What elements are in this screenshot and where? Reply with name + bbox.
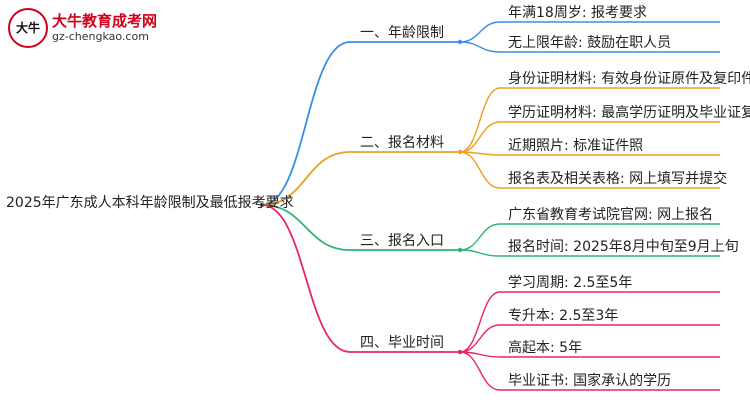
leaf-connector <box>459 291 501 353</box>
leaf-connector <box>459 249 501 257</box>
leaf-connector <box>459 351 501 391</box>
logo-badge-icon: 大牛 <box>8 8 48 48</box>
branch-connector <box>261 151 351 206</box>
leaf-label: 身份证明材料: 有效身份证原件及复印件 <box>508 71 750 87</box>
leaf-label: 年满18周岁: 报考要求 <box>508 5 647 21</box>
leaf-label: 毕业证书: 国家承认的学历 <box>508 373 672 389</box>
root-junction-dot <box>259 202 265 208</box>
leaf-label: 学历证明材料: 最高学历证明及毕业证复印件 <box>508 105 750 121</box>
leaf-connector <box>459 151 501 189</box>
branch-label: 四、毕业时间 <box>360 335 444 351</box>
leaf-label: 近期照片: 标准证件照 <box>508 138 644 154</box>
leaf-label: 报名表及相关表格: 网上填写并提交 <box>508 171 728 187</box>
branch-connector <box>261 41 351 206</box>
branch-junction-dot <box>457 349 463 355</box>
branch-label: 三、报名入口 <box>360 233 444 249</box>
leaf-connector <box>459 121 501 153</box>
leaf-connector <box>459 324 501 353</box>
leaf-connector <box>459 21 501 43</box>
watermark-logo: 大牛 大牛教育成考网 gz-chengkao.com <box>8 8 178 52</box>
root-node: 2025年广东成人本科年龄限制及最低报考要求 <box>6 195 294 211</box>
leaf-label: 高起本: 5年 <box>508 340 583 356</box>
branch-connector <box>261 204 351 353</box>
leaf-connector <box>459 41 501 53</box>
branch-label: 一、年龄限制 <box>360 25 444 41</box>
branch-connector <box>261 204 351 251</box>
branch-junction-dot <box>457 149 463 155</box>
branch-junction-dot <box>457 39 463 45</box>
leaf-label: 广东省教育考试院官网: 网上报名 <box>508 207 714 223</box>
branch-label: 二、报名材料 <box>360 135 444 151</box>
leaf-connector <box>459 223 501 251</box>
leaf-label: 报名时间: 2025年8月中旬至9月上旬 <box>508 239 739 255</box>
leaf-label: 无上限年龄: 鼓励在职人员 <box>508 35 672 51</box>
logo-url: gz-chengkao.com <box>52 30 149 43</box>
branch-junction-dot <box>457 247 463 253</box>
leaf-label: 学习周期: 2.5至5年 <box>508 275 633 291</box>
leaf-label: 专升本: 2.5至3年 <box>508 308 619 324</box>
logo-site-name: 大牛教育成考网 <box>52 12 158 30</box>
leaf-connector <box>459 87 501 153</box>
